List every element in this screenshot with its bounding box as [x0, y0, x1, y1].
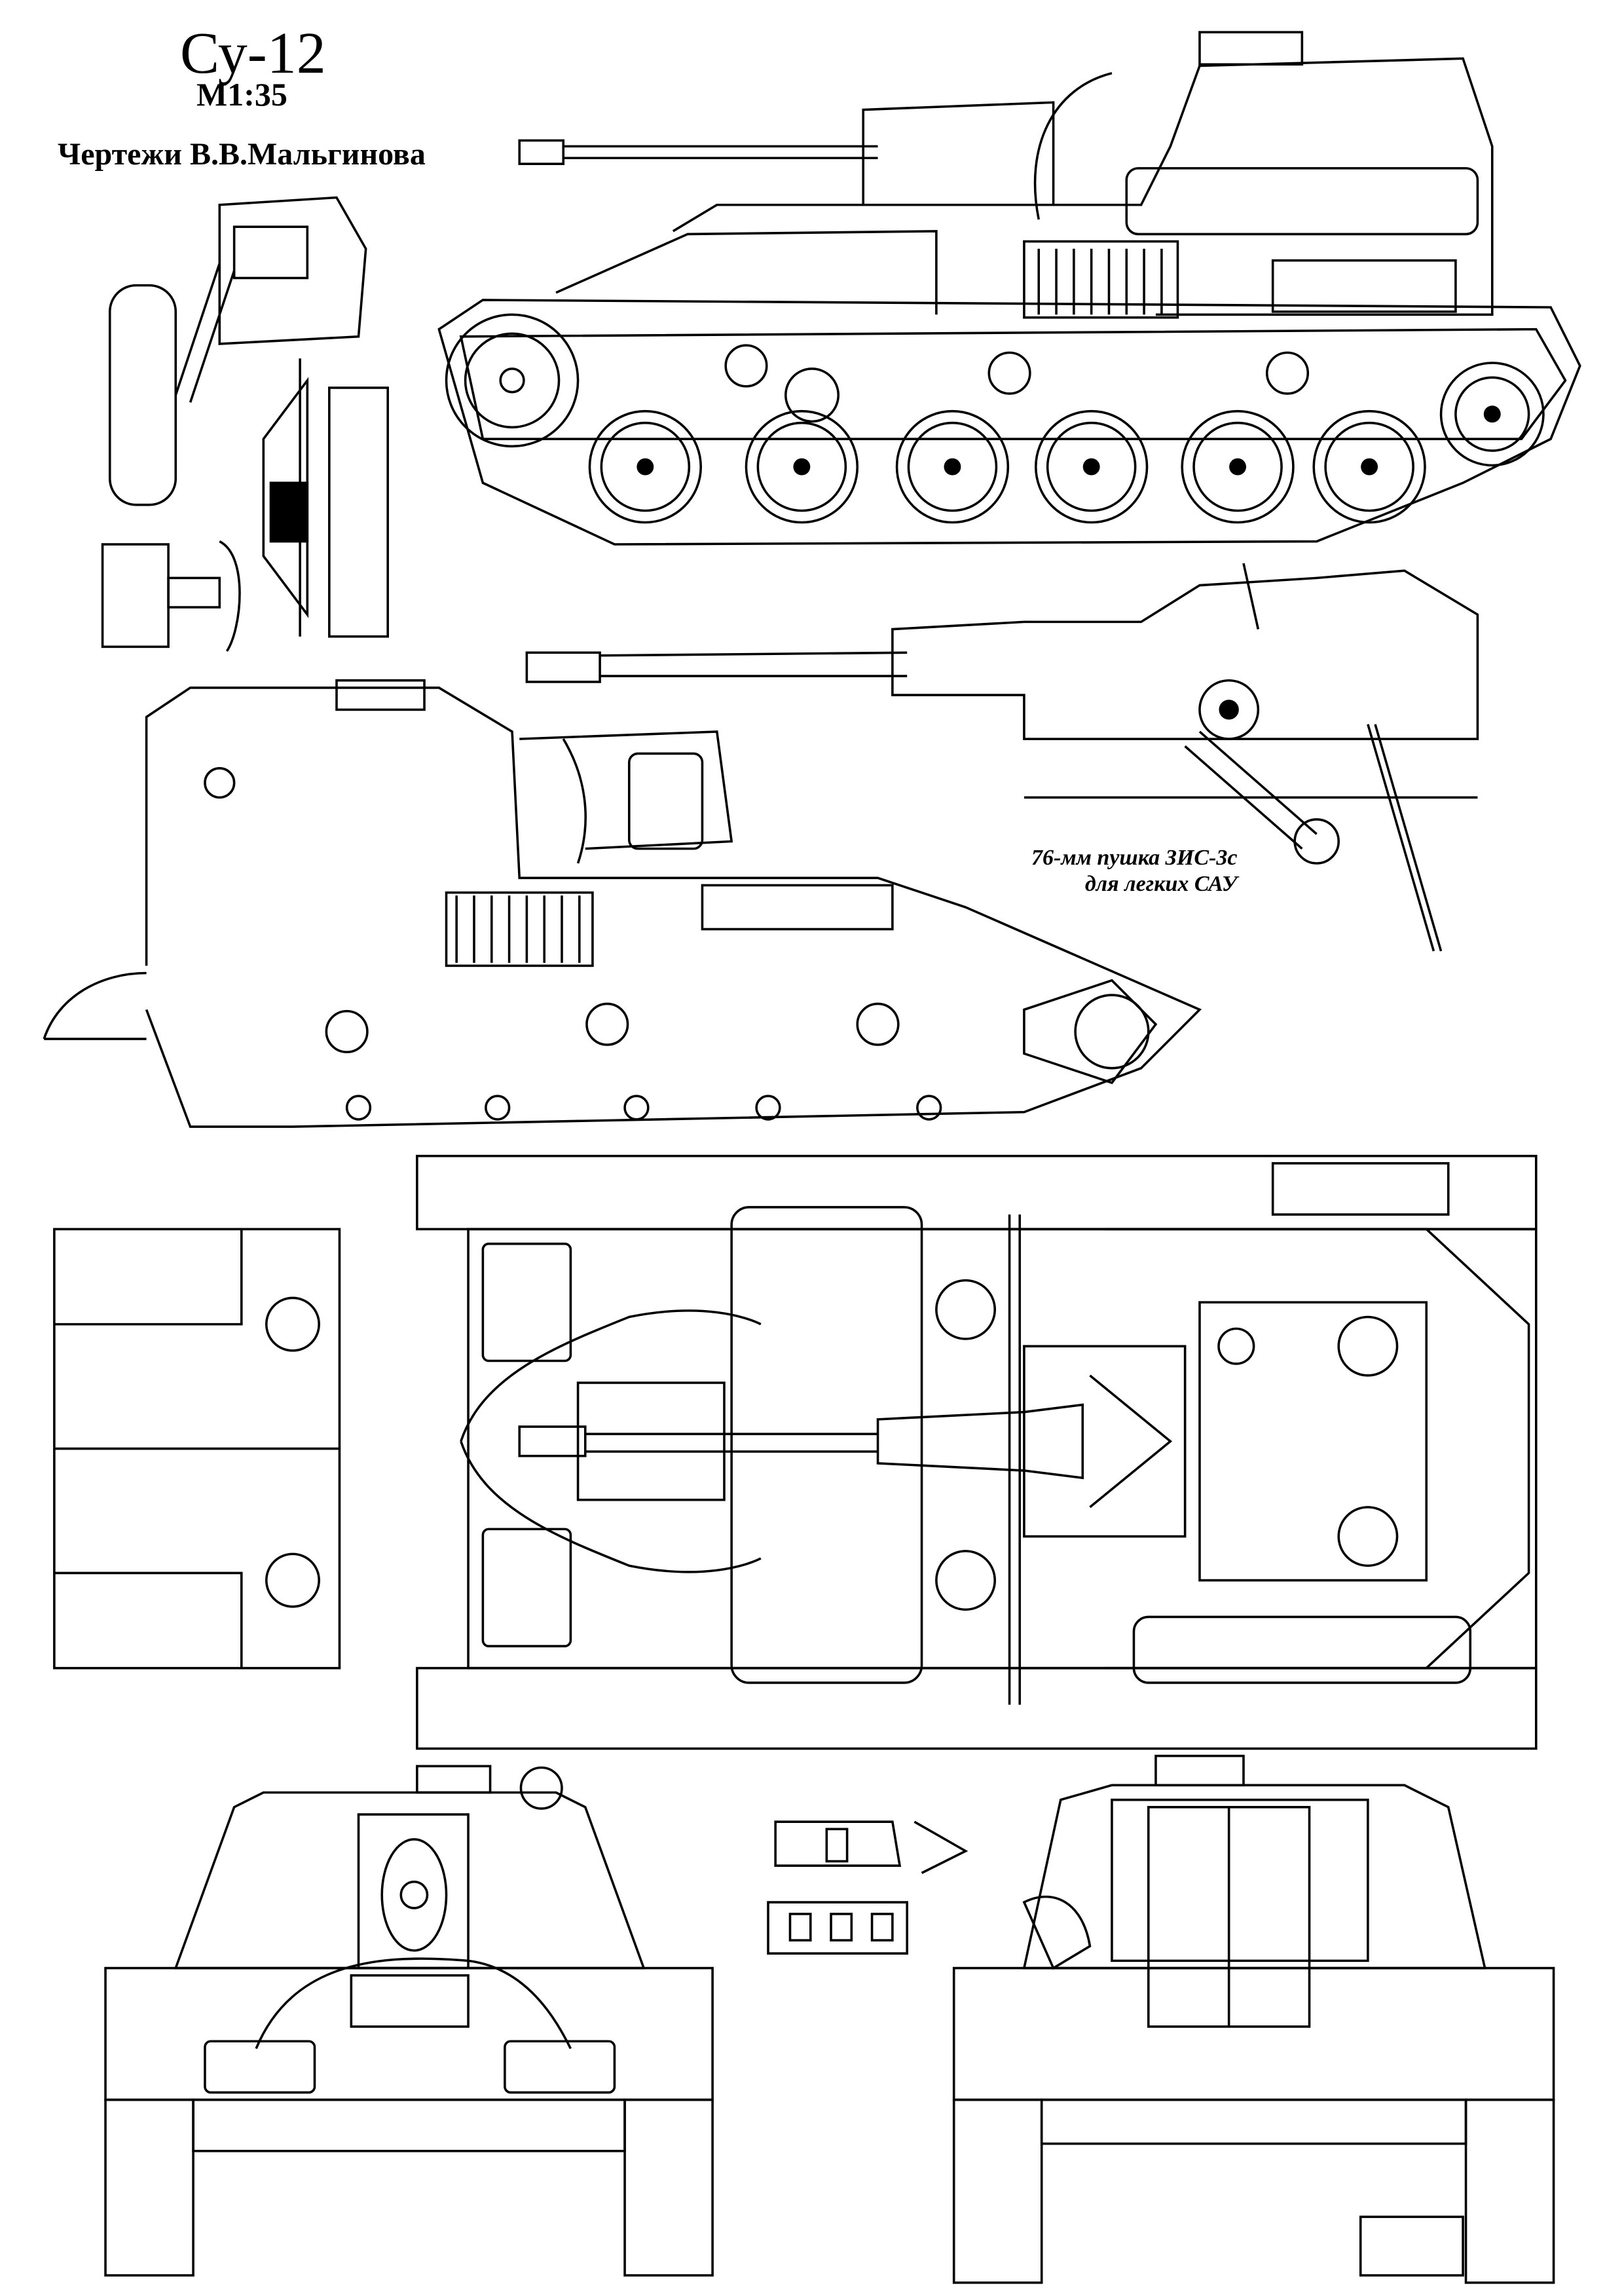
gun-caption-line2: для легких САУ	[1084, 872, 1238, 896]
drawing-author: Чертежи В.В.Мальгинова	[58, 137, 426, 172]
front-view	[104, 1765, 714, 2277]
road-wheels	[588, 409, 1426, 524]
rear-view	[952, 1754, 1555, 2284]
bottom-plate	[53, 1228, 341, 1670]
drive-sprocket	[445, 313, 580, 448]
gun-caption: 76-мм пушка ЗИС-3с для легких САУ	[1031, 845, 1237, 897]
suspension-details	[101, 196, 389, 652]
side-view-left	[43, 679, 1202, 1128]
gun-zis-3s	[525, 563, 1479, 952]
top-view	[416, 1154, 1538, 1750]
track-links	[767, 1820, 969, 1955]
idler-wheel	[1439, 362, 1545, 467]
gun-caption-line1: 76-мм пушка ЗИС-3с	[1031, 846, 1238, 870]
side-view-right	[437, 31, 1581, 546]
drawing-title: Су-12	[180, 21, 326, 86]
drawing-scale: М1:35	[196, 76, 287, 113]
